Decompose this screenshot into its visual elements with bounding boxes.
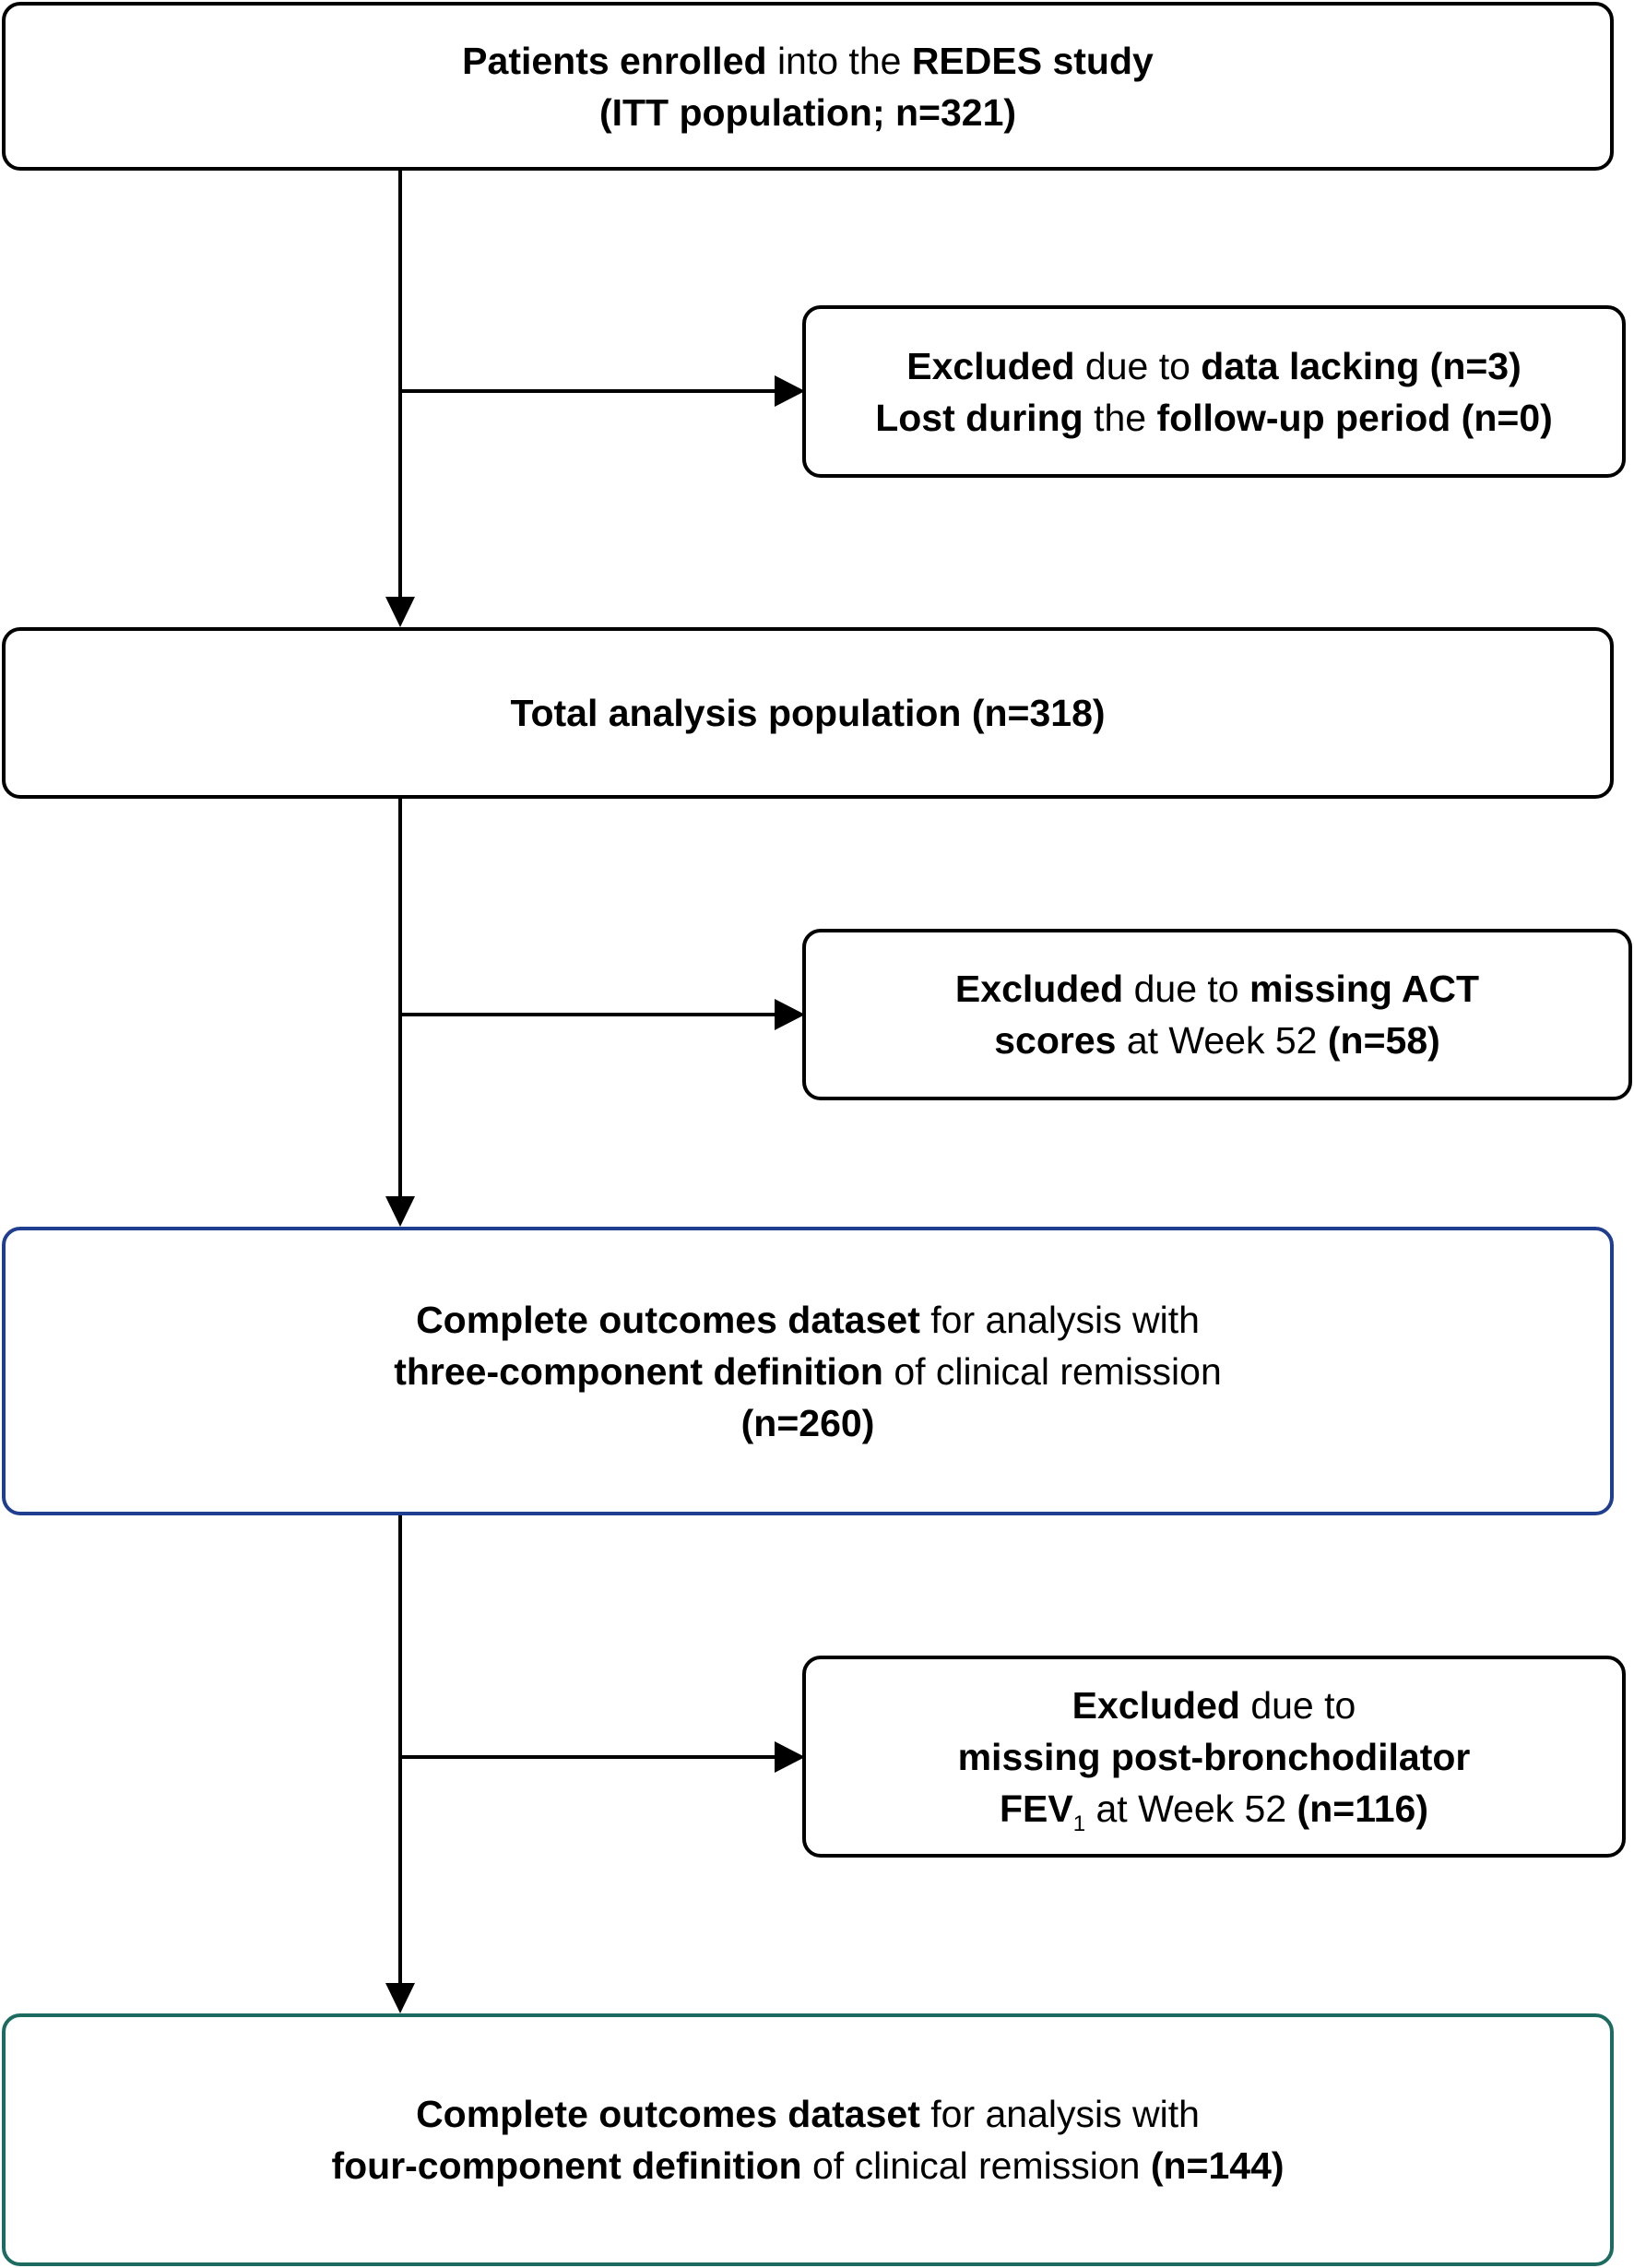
text-run: Excluded xyxy=(1072,1683,1240,1727)
box-text-line: scores at Week 52 (n=58) xyxy=(994,1015,1440,1066)
main-flow-arrow-3 xyxy=(385,1983,415,2013)
text-run: Total analysis population (n=318) xyxy=(510,692,1106,734)
text-run: Excluded xyxy=(954,968,1124,1010)
text-run: due to xyxy=(1074,344,1202,387)
main-flow-arrow-2 xyxy=(385,1196,415,1227)
box-text-line: Excluded due to xyxy=(1072,1680,1356,1731)
text-run: Lost during xyxy=(875,396,1083,439)
box-text-line: (n=260) xyxy=(741,1397,875,1449)
text-run: REDES study xyxy=(911,39,1154,82)
text-run: at Week 52 xyxy=(1116,1019,1328,1062)
text-run: (n=144) xyxy=(1150,2144,1285,2187)
text-run: (n=116) xyxy=(1297,1787,1428,1830)
text-run: follow-up period (n=0) xyxy=(1156,396,1553,439)
text-run: missing post-bronchodilator xyxy=(957,1735,1471,1778)
side-branch-arrow-3 xyxy=(775,1741,805,1773)
box-text-line: Complete outcomes dataset for analysis w… xyxy=(416,1294,1200,1346)
box-text-line: Patients enrolled into the REDES study xyxy=(462,35,1154,87)
text-run: of clinical remission xyxy=(882,1349,1222,1393)
text-run: missing ACT xyxy=(1249,968,1480,1010)
box-text-line: FEV1 at Week 52 (n=116) xyxy=(1000,1783,1428,1835)
subscript-text: 1 xyxy=(1072,1811,1086,1836)
total-analysis-population-box: Total analysis population (n=318) xyxy=(2,627,1614,799)
main-flow-arrow-1 xyxy=(385,597,415,627)
text-run: for analysis with xyxy=(919,2093,1200,2135)
box-text-line: Excluded due to data lacking (n=3) xyxy=(906,340,1522,392)
text-run: Complete outcomes dataset xyxy=(416,1298,920,1341)
text-run: into the xyxy=(766,39,912,82)
box-text-line: Total analysis population (n=318) xyxy=(510,687,1105,739)
text-run: of clinical remission xyxy=(801,2144,1151,2187)
text-run: (n=260) xyxy=(740,1401,875,1444)
text-run: FEV xyxy=(1000,1787,1073,1830)
box-text-line: (ITT population; n=321) xyxy=(599,87,1016,138)
text-run: due to xyxy=(1239,1683,1356,1727)
text-run: due to xyxy=(1123,968,1249,1010)
text-run: Excluded xyxy=(906,344,1075,387)
box-text-line: four-component definition of clinical re… xyxy=(331,2140,1284,2191)
box-text-line: missing post-bronchodilator xyxy=(958,1731,1471,1783)
side-branch-arrow-2 xyxy=(775,999,805,1030)
text-run: the xyxy=(1083,396,1157,439)
side-branch-arrow-1 xyxy=(775,375,805,407)
excluded-data-lacking-box: Excluded due to data lacking (n=3)Lost d… xyxy=(802,305,1626,478)
text-run: three-component definition xyxy=(394,1349,883,1393)
text-run: data lacking (n=3) xyxy=(1201,344,1522,387)
text-run: Patients enrolled xyxy=(462,39,767,82)
text-run: scores xyxy=(994,1019,1117,1062)
box-text-line: Lost during the follow-up period (n=0) xyxy=(875,392,1553,444)
box-text-line: three-component definition of clinical r… xyxy=(394,1346,1222,1397)
text-run: four-component definition xyxy=(331,2144,802,2187)
text-run: (n=58) xyxy=(1327,1019,1440,1062)
text-run: (ITT population; n=321) xyxy=(598,90,1017,134)
enrolled-patients-box: Patients enrolled into the REDES study(I… xyxy=(2,2,1614,171)
four-component-dataset-box: Complete outcomes dataset for analysis w… xyxy=(2,2013,1614,2266)
text-run: at Week 52 xyxy=(1085,1787,1297,1830)
text-run: Complete outcomes dataset xyxy=(416,2093,920,2135)
text-run: for analysis with xyxy=(919,1298,1200,1341)
box-text-line: Complete outcomes dataset for analysis w… xyxy=(416,2088,1200,2140)
three-component-dataset-box: Complete outcomes dataset for analysis w… xyxy=(2,1227,1614,1515)
box-text-line: Excluded due to missing ACT xyxy=(955,963,1479,1015)
